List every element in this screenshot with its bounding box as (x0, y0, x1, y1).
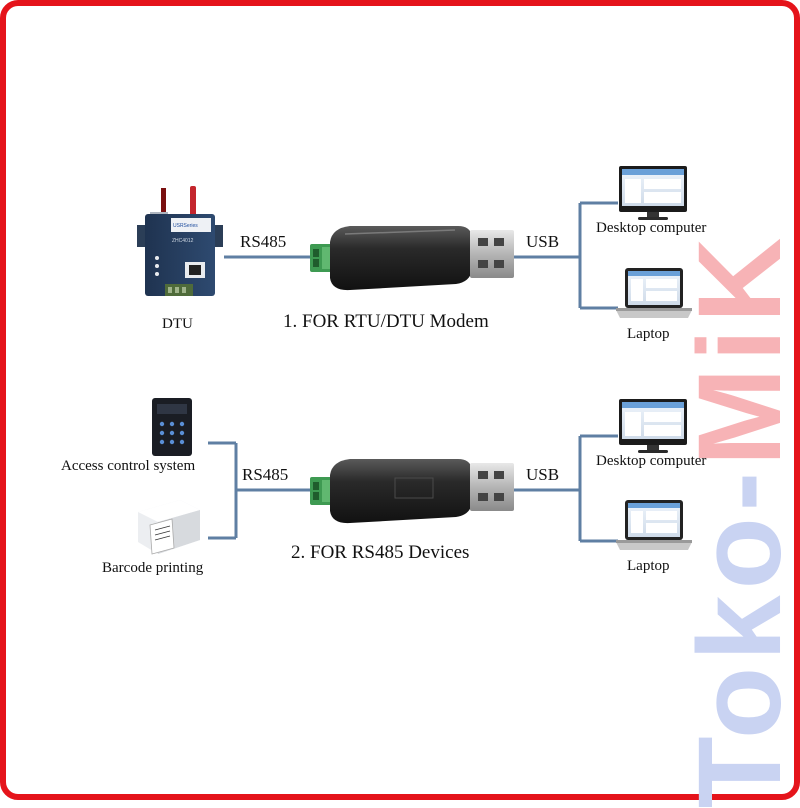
access-control-device (152, 398, 192, 456)
usb-label-1: USB (526, 232, 560, 251)
dtu-brand: USRSeries (173, 223, 198, 229)
desktop-computer-1 (619, 166, 687, 220)
desktop-label-2: Desktop computer (596, 453, 707, 469)
laptop-label-2: Laptop (627, 558, 670, 574)
laptop-1 (616, 268, 692, 318)
barcode-printer-device (138, 500, 200, 555)
rs485-label-1: RS485 (240, 232, 287, 251)
barcode-printing-label: Barcode printing (102, 560, 204, 576)
desktop-computer-2 (619, 399, 687, 453)
desktop-label-1: Desktop computer (596, 220, 707, 236)
usb-rs485-adapter-1 (310, 226, 514, 291)
laptop-label-1: Laptop (627, 326, 670, 342)
dtu-model: ZHC4012 (172, 238, 194, 244)
access-control-label: Access control system (61, 458, 196, 474)
section2-title: 2. FOR RS485 Devices (291, 542, 470, 563)
dtu-label: DTU (162, 316, 193, 332)
wires-section1 (224, 201, 618, 310)
dtu-device: USRSeries ZHC4012 (137, 186, 223, 296)
laptop-2 (616, 500, 692, 550)
section1-title: 1. FOR RTU/DTU Modem (283, 311, 489, 332)
usb-label-2: USB (526, 465, 560, 484)
rs485-label-2: RS485 (242, 465, 289, 484)
wires-section2 (208, 434, 618, 543)
usb-rs485-adapter-2 (310, 459, 514, 524)
